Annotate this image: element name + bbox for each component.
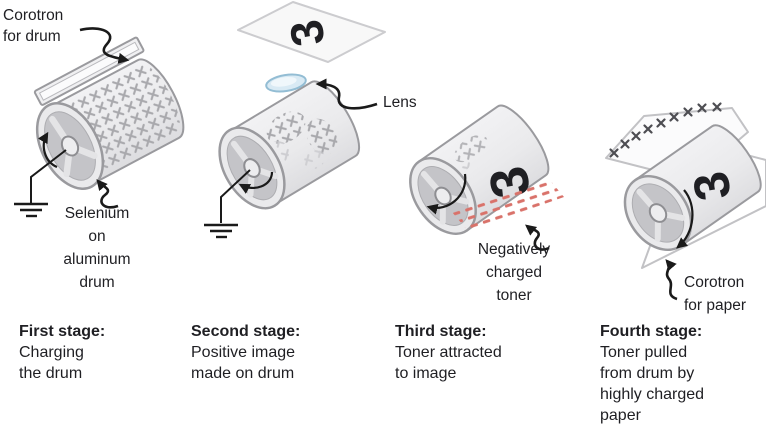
stage2-caption-line2: made on drum xyxy=(191,365,294,382)
corotron-drum-label-line1: Corotron xyxy=(3,7,63,24)
stage3-caption-line1: Toner attracted xyxy=(395,344,502,361)
rotation-arrow xyxy=(37,131,58,169)
drum-1 xyxy=(33,36,185,190)
selenium-label-line1: Selenium xyxy=(65,205,130,222)
corotron-paper-label-line1: Corotron xyxy=(684,274,744,291)
drum-hub xyxy=(648,203,668,223)
toner-label-line3: toner xyxy=(496,287,531,304)
corotron-paper-pointer-arrow xyxy=(665,259,678,301)
original-page xyxy=(237,1,386,63)
stage1-caption-line1: Charging xyxy=(19,344,84,361)
selenium-label-line3: aluminum xyxy=(63,251,130,268)
stage4-caption-line1: Toner pulled xyxy=(600,344,687,361)
ground-wire xyxy=(220,169,251,223)
stage-captions: First stage: Charging the drum Second st… xyxy=(19,323,704,424)
lens-pointer-arrow xyxy=(315,78,378,110)
stage3-caption-line2: to image xyxy=(395,365,456,382)
selenium-pointer-arrow xyxy=(96,179,119,209)
stage4-caption-title: Fourth stage: xyxy=(600,323,702,340)
stage2-caption-title: Second stage: xyxy=(191,323,300,340)
selenium-label-line2: on xyxy=(88,228,105,245)
stage-4-illustration: 3 3 Corotron for paper xyxy=(605,102,766,314)
rotation-arrow xyxy=(676,189,694,249)
ground-wire xyxy=(30,149,67,203)
drum-hub xyxy=(434,186,452,206)
toner-label-line1: Negatively xyxy=(478,241,551,258)
lens xyxy=(265,73,307,93)
toner-label-line2: charged xyxy=(486,264,542,281)
rotation-arrow xyxy=(426,173,467,215)
toner-particles xyxy=(452,179,564,231)
corotron-drum-label-line2: for drum xyxy=(3,28,61,45)
ground-symbol xyxy=(204,223,238,239)
stage2-caption-line1: Positive image xyxy=(191,344,295,361)
stage4-caption-line2: from drum by xyxy=(600,365,694,382)
stage1-caption-line2: the drum xyxy=(19,365,82,382)
stage4-caption-line3: highly charged xyxy=(600,386,704,403)
corotron-paper-label-line2: for paper xyxy=(684,297,746,314)
selenium-label-line4: drum xyxy=(79,274,114,291)
ground-symbol xyxy=(14,202,48,218)
lens-label: Lens xyxy=(383,94,417,111)
toner-pointer-arrow xyxy=(525,224,550,251)
lens-highlight xyxy=(270,76,297,87)
stage-1-illustration: Corotron for drum Selenium on aluminum d… xyxy=(3,7,185,291)
stage-3-illustration: 3 Negatively charged toner xyxy=(409,104,564,304)
drum-2 xyxy=(218,80,361,210)
stage1-caption-title: First stage: xyxy=(19,323,105,340)
rotation-arrow xyxy=(238,171,274,194)
corotron-pointer-arrow xyxy=(79,27,130,64)
stage4-caption-line4: paper xyxy=(600,407,642,424)
drum-4 xyxy=(623,124,762,251)
stage-2-illustration: 3 Lens xyxy=(204,1,417,239)
stage3-caption-title: Third stage: xyxy=(395,323,487,340)
remaining-charge-marks xyxy=(454,134,488,173)
